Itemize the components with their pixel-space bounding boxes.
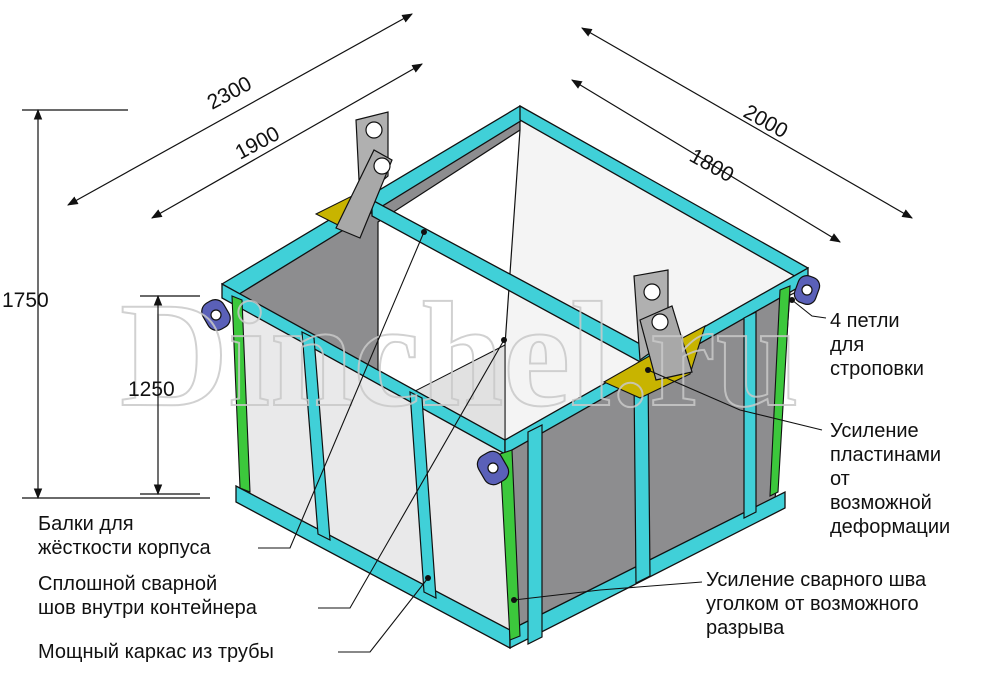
loops-line-1: 4 петли xyxy=(830,310,900,332)
callout-loops: 4 петли для строповки xyxy=(830,310,924,380)
loops-line-2: для xyxy=(830,334,864,356)
dimension-2000: 2000 xyxy=(740,100,792,143)
dimension-1250: 1250 xyxy=(128,378,175,401)
plates-line-2: пластинами xyxy=(830,444,941,466)
dimension-2300: 2300 xyxy=(204,72,256,114)
angle-line-3: разрыва xyxy=(706,617,785,639)
dimension-1800: 1800 xyxy=(686,144,738,187)
loops-line-3: строповки xyxy=(830,358,924,380)
plates-line-4: возможной xyxy=(830,492,932,514)
leader-frame xyxy=(338,577,429,653)
watermark: Dinchel.ru xyxy=(120,272,799,438)
plates-line-5: деформации xyxy=(830,516,950,538)
plates-line-3: от xyxy=(830,468,850,490)
leader-plates xyxy=(647,369,823,431)
callout-plates: Усиление пластинами от возможной деформа… xyxy=(830,420,950,538)
weld-line-2: шов внутри контейнера xyxy=(38,597,258,619)
angle-line-2: уголком от возможного xyxy=(706,593,919,615)
callout-weld: Сплошной сварной шов внутри контейнера xyxy=(38,573,258,619)
callout-beams: Балки для жёсткости корпуса xyxy=(38,513,211,559)
leader-beams xyxy=(258,231,425,549)
leader-lines xyxy=(258,231,827,653)
sling-loops xyxy=(201,275,821,486)
callout-angle: Усиление сварного шва уголком от возможн… xyxy=(706,569,927,639)
dimline-1900 xyxy=(151,63,423,219)
dimline-1800 xyxy=(571,79,841,243)
plates-line-1: Усиление xyxy=(830,420,919,442)
leader-angle xyxy=(513,581,703,601)
weld-line-1: Сплошной сварной xyxy=(38,573,217,595)
lifting-lug-right xyxy=(633,269,693,381)
angle-line-1: Усиление сварного шва xyxy=(706,569,927,591)
dimension-lines xyxy=(22,13,913,500)
beams-line-2: жёсткости корпуса xyxy=(38,537,211,559)
corner-angles xyxy=(231,285,791,641)
leader-weld xyxy=(318,339,505,609)
frame-line-1: Мощный каркас из трубы xyxy=(38,641,274,663)
leader-loops xyxy=(791,299,827,319)
callout-frame: Мощный каркас из трубы xyxy=(38,641,274,663)
dimension-1750: 1750 xyxy=(2,289,49,312)
vertical-posts xyxy=(301,311,757,645)
beams-line-1: Балки для xyxy=(38,513,134,535)
